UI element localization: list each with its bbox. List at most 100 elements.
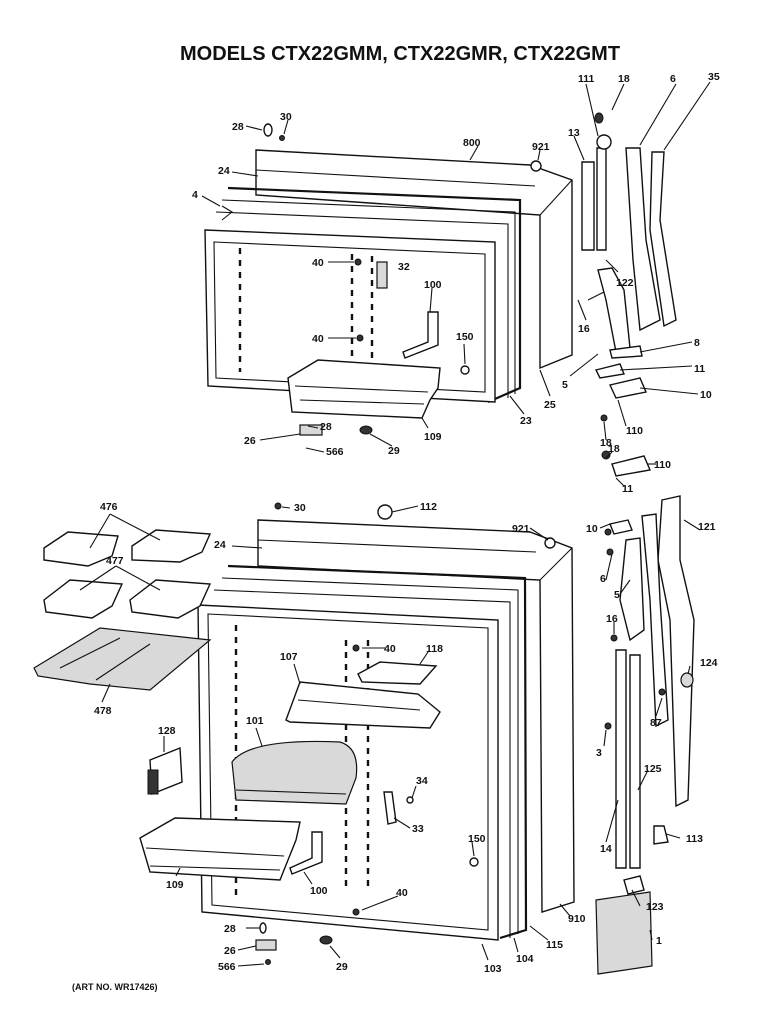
door-shelf-118 xyxy=(357,661,438,685)
callout-label: 14 xyxy=(600,843,612,855)
art-number: (ART NO. WR17426) xyxy=(72,982,158,992)
callout-label: 107 xyxy=(280,651,298,663)
callout-label: 5 xyxy=(562,379,568,391)
bracket-100-lower xyxy=(289,831,323,875)
freezer-gasket xyxy=(227,186,522,404)
callout-label: 33 xyxy=(412,823,424,835)
callout-label: 40 xyxy=(312,257,324,269)
handle-cover-121 xyxy=(657,495,695,808)
handle-trim-13 xyxy=(581,161,595,251)
callout-label: 109 xyxy=(166,879,184,891)
callout-label: 32 xyxy=(398,261,410,273)
callout-label: 3 xyxy=(596,747,602,759)
callout-label: 100 xyxy=(424,279,442,291)
callout-label: 34 xyxy=(416,775,428,787)
callout-label: 18 xyxy=(600,437,612,449)
handle-6-lower xyxy=(641,513,669,728)
callout-label: 18 xyxy=(618,73,630,85)
callout-label: 28 xyxy=(232,121,244,133)
callout-label: 40 xyxy=(312,333,324,345)
callout-label: 101 xyxy=(246,715,264,727)
callout-label: 23 xyxy=(520,415,532,427)
toe-panel-1 xyxy=(595,891,653,975)
callout-label: 115 xyxy=(546,939,563,951)
callout-label: 100 xyxy=(310,885,328,897)
callout-label: 40 xyxy=(396,887,408,899)
bracket-100 xyxy=(402,311,439,359)
callout-label: 118 xyxy=(426,643,443,655)
handle-bar-122 xyxy=(596,147,607,251)
bin-cover-476a xyxy=(43,531,119,567)
handle-grip-5-lower xyxy=(619,537,645,642)
callout-label: 11 xyxy=(622,483,633,495)
callout-label: 104 xyxy=(516,953,534,965)
callout-label: 29 xyxy=(336,961,348,973)
callout-label: 16 xyxy=(606,613,618,625)
callout-label: 124 xyxy=(700,657,718,669)
callout-label: 24 xyxy=(214,539,226,551)
callout-label: 128 xyxy=(158,725,176,737)
callout-label: 121 xyxy=(698,521,716,533)
callout-label: 1 xyxy=(656,935,662,947)
callout-label: 921 xyxy=(512,523,530,535)
callout-label: 110 xyxy=(626,425,643,437)
diagram-title: MODELS CTX22GMM, CTX22GMR, CTX22GMT xyxy=(180,43,620,65)
callout-label: 10 xyxy=(586,523,598,535)
callout-labels: 28 30 800 921 13 111 18 6 35 24 4 40 32 … xyxy=(94,71,720,975)
callout-label: 566 xyxy=(326,446,344,458)
callout-label: 478 xyxy=(94,705,112,717)
callout-label: 8 xyxy=(694,337,700,349)
callout-label: 109 xyxy=(424,431,442,443)
callout-label: 6 xyxy=(670,73,676,85)
callout-label: 16 xyxy=(578,323,590,335)
callout-label: 150 xyxy=(468,833,486,845)
callout-label: 566 xyxy=(218,961,236,973)
fresh-food-door-assembly xyxy=(139,502,575,965)
handle-cover-35 xyxy=(649,151,677,328)
callout-label: 30 xyxy=(280,111,292,123)
shelf-478 xyxy=(33,627,212,691)
callout-label: 4 xyxy=(192,189,198,201)
callout-label: 29 xyxy=(388,445,400,457)
callout-label: 28 xyxy=(224,923,236,935)
bin-cover-476b xyxy=(131,529,212,563)
freezer-handle-assembly xyxy=(581,112,677,477)
callout-label: 6 xyxy=(600,573,606,585)
callout-label: 476 xyxy=(100,501,118,513)
bin-477b xyxy=(129,579,212,619)
hinge-123 xyxy=(623,875,645,895)
callout-label: 10 xyxy=(700,389,712,401)
callout-label: 477 xyxy=(106,555,124,567)
callout-label: 25 xyxy=(544,399,556,411)
callout-label: 5 xyxy=(614,589,620,601)
handle-6 xyxy=(625,147,661,332)
bin-477a xyxy=(43,579,124,619)
callout-label: 103 xyxy=(484,963,502,975)
callout-label: 125 xyxy=(644,763,662,775)
handle-bar-14 xyxy=(615,649,627,869)
callout-label: 800 xyxy=(463,137,481,149)
fresh-food-shelf-109 xyxy=(139,817,301,881)
callout-label: 113 xyxy=(686,833,703,845)
callout-label: 921 xyxy=(532,141,550,153)
callout-label: 87 xyxy=(650,717,662,729)
callout-label: 150 xyxy=(456,331,474,343)
callout-label: 112 xyxy=(420,501,437,513)
callout-label: 111 xyxy=(578,73,595,85)
dairy-compartment-101 xyxy=(231,740,358,805)
callout-label: 110 xyxy=(654,459,671,471)
callout-label: 40 xyxy=(384,643,396,655)
door-bins xyxy=(33,529,212,796)
callout-label: 11 xyxy=(694,363,705,375)
callout-label: 28 xyxy=(320,421,332,433)
leader-lines xyxy=(79,81,711,967)
callout-label: 35 xyxy=(708,71,720,83)
callout-label: 26 xyxy=(224,945,236,957)
callout-label: 30 xyxy=(294,502,306,514)
callout-label: 122 xyxy=(616,277,634,289)
callout-label: 910 xyxy=(568,913,586,925)
callout-label: 123 xyxy=(646,901,664,913)
hinge-113 xyxy=(653,825,669,845)
callout-label: 18 xyxy=(608,443,620,455)
